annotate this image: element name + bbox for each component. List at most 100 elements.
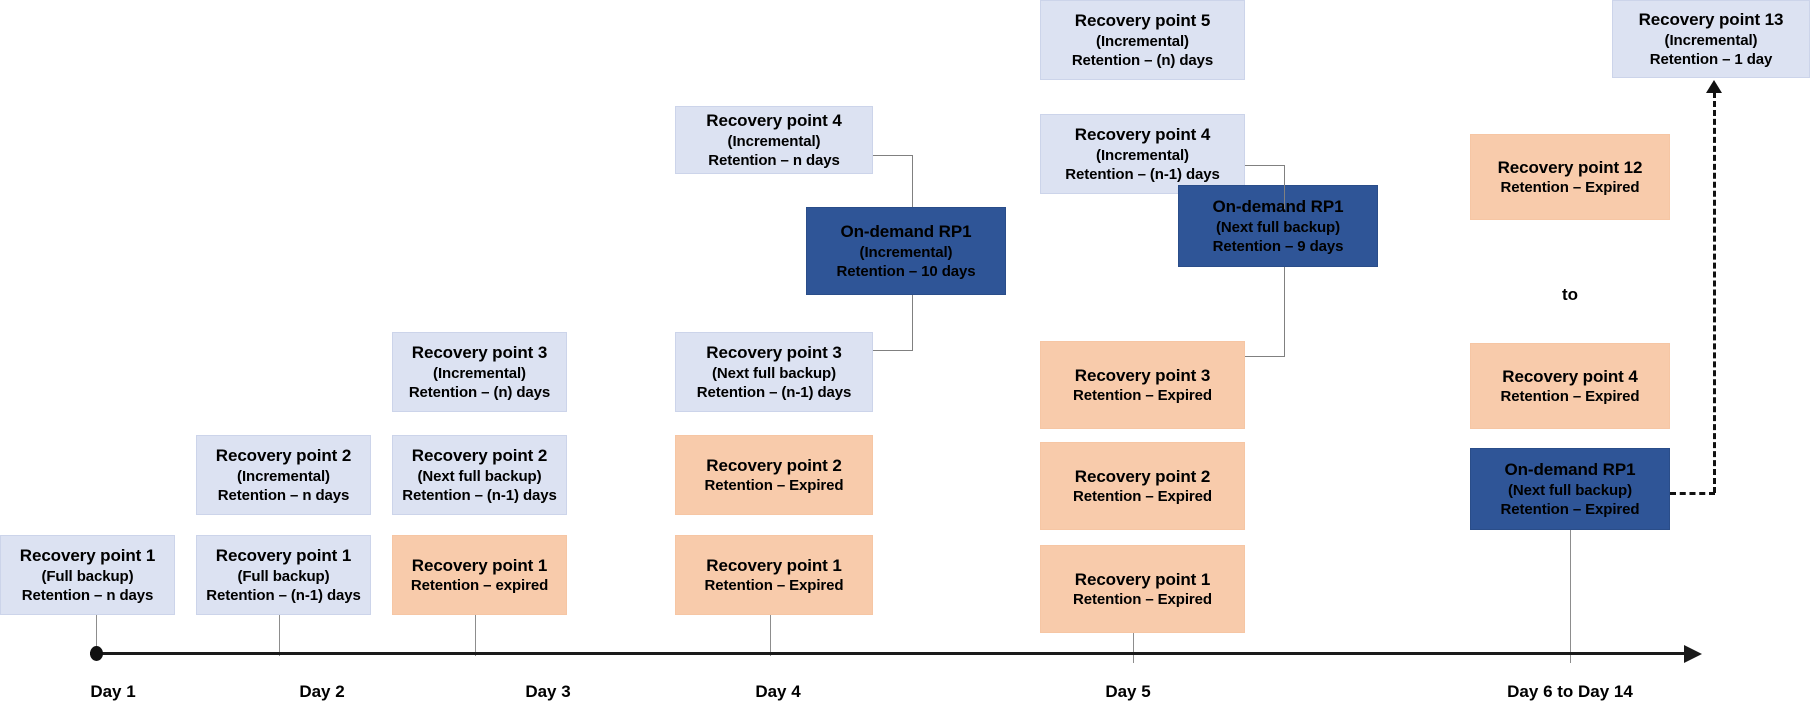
rp-type: (Incremental) [727,132,821,150]
on-demand-recovery-point-box: On-demand RP1 (Next full backup) Retenti… [1470,448,1670,530]
recovery-point-box: Recovery point 2 Retention – Expired [1040,442,1245,530]
rp-title: Recovery point 1 [19,545,156,565]
axis-tick [1133,633,1134,663]
axis-label-day-1: Day 1 [90,682,136,701]
rp-title: Recovery point 4 [1074,124,1211,144]
connector-line [1284,267,1285,357]
rp-title: Recovery point 1 [1074,569,1211,589]
rp-retention: Retention – 9 days [1212,237,1344,255]
rp-retention: Retention – Expired [1073,488,1212,506]
rp-type: (Incremental) [859,243,953,261]
rp-retention: Retention – 1 day [1649,50,1773,68]
rp-type: (Next full backup) [1507,481,1633,499]
rp-title: Recovery point 3 [1074,365,1211,385]
axis-label-day-5: Day 5 [1105,682,1151,701]
connector-line [912,155,913,207]
rp-retention: Retention – n days [21,586,154,604]
axis-origin-dot [90,646,103,661]
rp-retention: Retention – n days [708,151,840,169]
recovery-point-box: Recovery point 1 (Full backup) Retention… [196,535,371,615]
rp-type: (Full backup) [41,567,134,585]
axis-tick [279,615,280,656]
recovery-point-box: Recovery point 1 Retention – Expired [675,535,873,615]
recovery-point-box: Recovery point 13 (Incremental) Retentio… [1612,0,1810,78]
rp-title: Recovery point 1 [706,555,842,575]
rp-type: (Incremental) [433,364,526,382]
rp-title: Recovery point 12 [1497,157,1643,177]
rp-title: On-demand RP1 [1212,196,1344,216]
rp-title: Recovery point 2 [706,455,842,475]
rp-title: On-demand RP1 [1504,459,1636,479]
rp-title: Recovery point 5 [1074,10,1211,30]
axis-tick [475,615,476,656]
on-demand-recovery-point-box: On-demand RP1 (Incremental) Retention – … [806,207,1006,295]
rp-type: (Next full backup) [417,467,542,485]
rp-retention: Retention – (n-1) days [696,383,852,401]
rp-retention: Retention – Expired [704,477,844,495]
rp-title: Recovery point 2 [1074,466,1211,486]
arrow-up-icon [1706,80,1722,93]
rp-retention: Retention – (n-1) days [206,586,361,604]
rp-retention: Retention – (n-1) days [402,486,557,504]
recovery-point-box: Recovery point 12 Retention – Expired [1470,134,1670,220]
rp-type: (Next full backup) [1215,218,1341,236]
rp-title: Recovery point 1 [411,555,548,575]
rp-retention: Retention – (n-1) days [1065,165,1220,183]
recovery-point-box: Recovery point 5 (Incremental) Retention… [1040,0,1245,80]
rp-retention: Retention – (n) days [1071,51,1214,69]
rp-retention: Retention – Expired [704,577,844,595]
axis-label-day-3: Day 3 [525,682,571,701]
connector-line [1284,165,1285,209]
recovery-point-box: Recovery point 1 Retention – Expired [1040,545,1245,633]
rp-title: Recovery point 4 [1502,366,1638,386]
rp-retention: Retention – Expired [1500,179,1640,197]
rp-type: (Next full backup) [711,364,837,382]
rp-retention: Retention – Expired [1500,500,1640,518]
rp-type: (Full backup) [237,567,330,585]
connector-line [1245,356,1285,357]
recovery-point-box: Recovery point 1 (Full backup) Retention… [0,535,175,615]
rp-type: (Incremental) [237,467,330,485]
axis-label-day-6-to-14: Day 6 to Day 14 [1507,682,1633,701]
recovery-point-box: Recovery point 2 (Next full backup) Rete… [392,435,567,515]
recovery-point-box: Recovery point 3 (Incremental) Retention… [392,332,567,412]
connector-line [873,350,913,351]
axis-label-day-4: Day 4 [755,682,801,701]
recovery-point-box: Recovery point 2 Retention – Expired [675,435,873,515]
recovery-point-box: Recovery point 3 Retention – Expired [1040,341,1245,429]
axis-tick [1570,530,1571,663]
rp-retention: Retention – expired [410,577,549,595]
rp-title: On-demand RP1 [840,221,972,241]
rp-title: Recovery point 1 [215,545,352,565]
rp-retention: Retention – Expired [1073,387,1212,405]
axis-label-day-2: Day 2 [299,682,345,701]
rp-retention: Retention – n days [217,486,350,504]
recovery-point-box: Recovery point 4 Retention – Expired [1470,343,1670,429]
recovery-point-box: Recovery point 3 (Next full backup) Rete… [675,332,873,412]
axis-tick [770,615,771,656]
rp-type: (Incremental) [1096,32,1189,50]
rp-title: Recovery point 2 [215,445,352,465]
axis-arrow-icon [1684,645,1702,663]
rp-title: Recovery point 4 [706,110,842,130]
rp-type: (Incremental) [1096,146,1189,164]
rp-type: (Incremental) [1664,31,1758,49]
recovery-point-box: Recovery point 1 Retention – expired [392,535,567,615]
connector-line [1245,165,1285,166]
recovery-point-box: Recovery point 2 (Incremental) Retention… [196,435,371,515]
rp-title: Recovery point 13 [1638,9,1784,29]
rp-retention: Retention – Expired [1073,591,1212,609]
rp-retention: Retention – 10 days [836,262,976,280]
recovery-point-box: Recovery point 4 (Incremental) Retention… [1040,114,1245,194]
rp-retention: Retention – Expired [1500,388,1640,406]
rp-title: Recovery point 2 [411,445,548,465]
rp-retention: Retention – (n) days [408,383,551,401]
to-label: to [1561,285,1579,304]
timeline-axis [90,652,1685,655]
on-demand-recovery-point-box: On-demand RP1 (Next full backup) Retenti… [1178,185,1378,267]
connector-line [873,155,913,156]
dashed-connector-vertical [1713,92,1716,493]
rp-title: Recovery point 3 [706,342,842,362]
recovery-point-box: Recovery point 4 (Incremental) Retention… [675,106,873,174]
